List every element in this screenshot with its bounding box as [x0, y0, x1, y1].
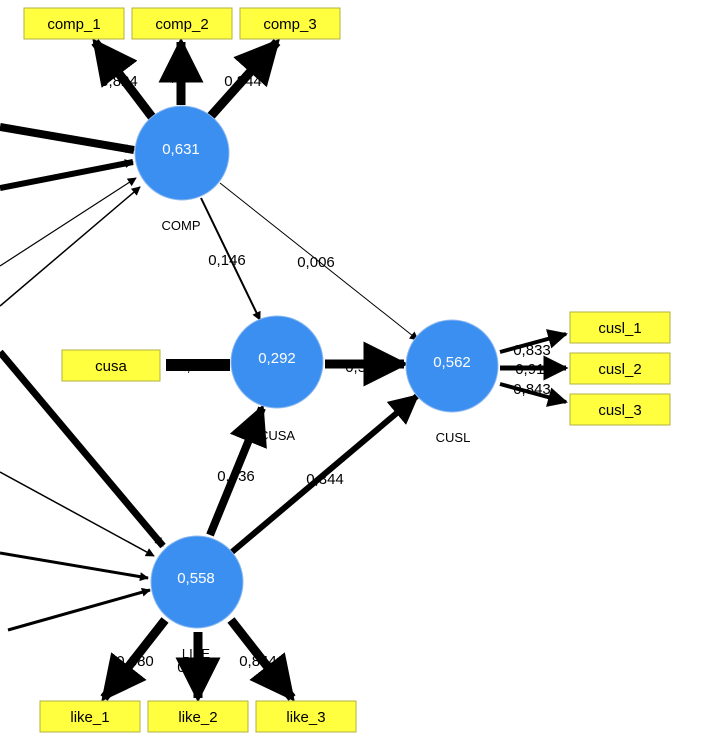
indicator-cusa[interactable]: cusa	[61, 349, 161, 382]
construct-value-cusl: 0,562	[433, 354, 471, 371]
indicator-like_3[interactable]: like_3	[255, 700, 357, 733]
offscreen-path-6	[0, 471, 155, 557]
indicator-comp_1[interactable]: comp_1	[23, 7, 125, 40]
offscreen-paths	[0, 123, 166, 632]
construct-value-like: 0,558	[177, 570, 215, 587]
indicator-label-like_3: like_3	[286, 709, 325, 726]
path-coefficient-like-cusl: 0,344	[306, 471, 344, 488]
loading-label-cusl_2: 0,917	[515, 361, 553, 378]
offscreen-path-3	[0, 186, 141, 307]
structural-paths	[200, 182, 420, 555]
indicator-label-comp_3: comp_3	[263, 16, 316, 33]
indicator-label-cusa: cusa	[95, 358, 127, 375]
offscreen-path-2	[0, 159, 134, 191]
loading-line-like_1	[100, 617, 169, 702]
indicator-boxes: comp_1 comp_2 comp_3 cusa cusl_1 cusl_2 …	[23, 7, 671, 733]
path-line-comp-cusl	[219, 182, 419, 341]
offscreen-path-1	[0, 123, 135, 154]
path-coefficient-cusa-cusl: 0,505	[345, 359, 383, 376]
indicator-cusl_3[interactable]: cusl_3	[569, 393, 671, 426]
indicator-cusl_2[interactable]: cusl_2	[569, 352, 671, 385]
construct-cusl[interactable]: 0,562 CUSL	[405, 319, 499, 445]
loading-label-comp_2: 0,821	[162, 68, 200, 85]
loading-line-cusl_1	[499, 329, 568, 354]
loading-line-comp_3	[206, 38, 281, 120]
latent-variables: 0,631 COMP 0,292 CUSA 0,562 CUSL 0,558 L…	[134, 105, 499, 661]
indicator-comp_3[interactable]: comp_3	[239, 7, 341, 40]
construct-comp[interactable]: 0,631 COMP	[134, 105, 230, 233]
construct-name-comp: COMP	[162, 218, 201, 233]
construct-name-like: LIKE	[182, 646, 211, 661]
indicator-label-like_2: like_2	[178, 709, 217, 726]
loading-label-cusl_3: 0,843	[513, 381, 551, 398]
loading-label-comp_1: 0,824	[100, 73, 138, 90]
indicator-label-like_1: like_1	[70, 709, 109, 726]
coefficient-labels: 0,824 0,821 0,844 1,000 0,833 0,917 0,84…	[100, 68, 553, 676]
path-line-comp-cusa	[200, 197, 261, 321]
path-coefficient-comp-cusa: 0,146	[208, 252, 246, 269]
indicator-label-cusl_2: cusl_2	[598, 361, 641, 378]
loadings	[91, 37, 569, 703]
construct-name-cusl: CUSL	[436, 430, 471, 445]
loading-line-cusl_3	[499, 382, 568, 407]
loading-label-like_2: 0,869	[177, 659, 215, 676]
construct-value-cusa: 0,292	[258, 350, 296, 367]
path-line-like-cusa	[206, 404, 267, 537]
loading-label-cusa: 1,000	[178, 358, 216, 375]
loading-label-comp_3: 0,844	[224, 73, 262, 90]
loading-line-like_3	[227, 617, 296, 702]
offscreen-path-5	[0, 349, 166, 549]
loading-label-cusl_1: 0,833	[513, 342, 551, 359]
construct-name-cusa: CUSA	[259, 428, 295, 443]
offscreen-path-7	[0, 551, 149, 582]
loading-line-comp_1	[91, 38, 156, 120]
indicator-cusl_1[interactable]: cusl_1	[569, 311, 671, 344]
construct-cusa[interactable]: 0,292 CUSA	[230, 315, 324, 443]
indicator-label-comp_2: comp_2	[155, 16, 208, 33]
path-coefficient-comp-cusl: 0,006	[297, 254, 335, 271]
indicator-label-cusl_3: cusl_3	[598, 402, 641, 419]
offscreen-path-8	[7, 587, 151, 632]
loading-label-like_1: 0,880	[116, 653, 154, 670]
construct-value-comp: 0,631	[162, 141, 200, 158]
indicator-label-comp_1: comp_1	[47, 16, 100, 33]
indicator-like_2[interactable]: like_2	[147, 700, 249, 733]
path-coefficient-like-cusa: 0,436	[217, 468, 255, 485]
indicator-label-cusl_1: cusl_1	[598, 320, 641, 337]
construct-like[interactable]: 0,558 LIKE	[150, 535, 244, 661]
path-line-like-cusl	[230, 393, 420, 555]
loading-label-like_3: 0,844	[239, 653, 277, 670]
indicator-comp_2[interactable]: comp_2	[131, 7, 233, 40]
indicator-like_1[interactable]: like_1	[39, 700, 141, 733]
offscreen-path-4	[0, 177, 137, 267]
